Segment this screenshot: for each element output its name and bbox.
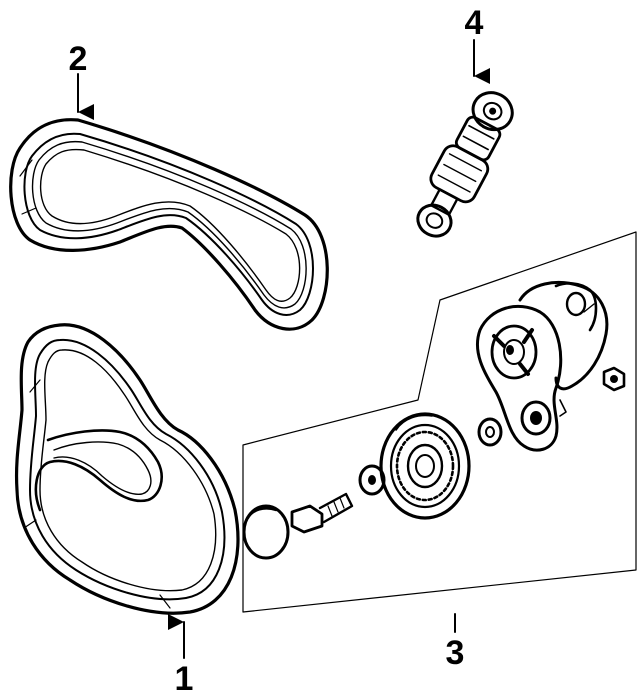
belt-2 xyxy=(9,118,329,331)
callout-4: 4 xyxy=(465,4,484,42)
dust-cap xyxy=(242,504,290,560)
callout-2: 2 xyxy=(69,40,88,78)
callout-1: 1 xyxy=(175,660,194,696)
nut xyxy=(602,366,626,392)
tensioner-assembly xyxy=(242,231,637,613)
callout-3: 3 xyxy=(446,634,465,672)
tensioner-arm xyxy=(475,304,563,452)
shock-absorber xyxy=(416,91,514,238)
tensioner-body xyxy=(518,281,609,417)
washer-2 xyxy=(477,417,503,447)
belt-1 xyxy=(14,323,240,615)
bolt xyxy=(290,492,354,534)
idler-pulley xyxy=(379,412,471,520)
